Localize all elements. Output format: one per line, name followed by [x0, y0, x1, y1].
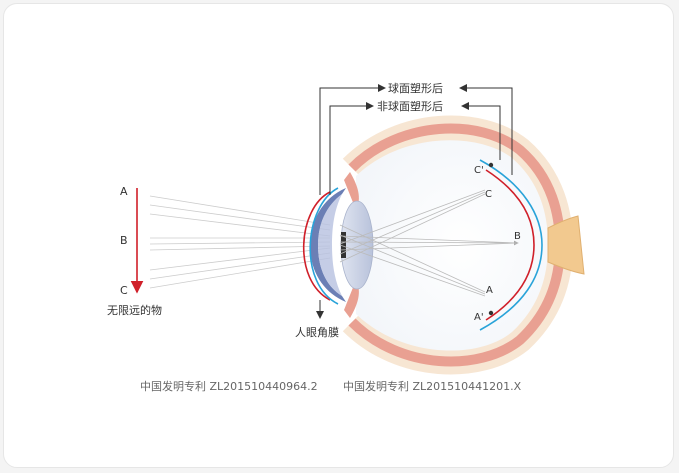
caption-brackets [316, 84, 513, 319]
image-label-a: A [486, 285, 493, 296]
cornea-caption: 人眼角膜 [295, 326, 339, 339]
label-aspherical-after: 非球面塑形后 [377, 99, 443, 113]
cornea-spheric-curve [309, 187, 339, 305]
object-label-a: A [120, 185, 128, 198]
incoming-rays [149, 195, 331, 289]
object-caption: 无限远的物 [107, 303, 162, 317]
image-spheric-curve [479, 159, 543, 331]
object-label-b: B [120, 234, 128, 247]
image-point-c-prime [488, 162, 494, 168]
cornea-aspheric-curve [302, 191, 331, 301]
patent-number-2: 中国发明专利 ZL201510441201.X [343, 379, 522, 393]
image-point-a-prime [488, 310, 494, 316]
object-label-c: C [120, 284, 128, 297]
image-label-b: B [514, 231, 521, 242]
refracted-rays [339, 189, 519, 297]
ciliary-body-lower [344, 280, 359, 318]
image-aspheric-curve [485, 169, 535, 321]
image-label-c: C [485, 189, 492, 200]
image-label-c-prime: C' [474, 165, 484, 176]
patent-number-1: 中国发明专利 ZL201510440964.2 [140, 379, 318, 393]
image-label-a-prime: A' [474, 312, 484, 323]
cornea [310, 188, 346, 302]
optic-nerve [547, 215, 585, 275]
ciliary-body-upper [344, 172, 359, 210]
pupil [341, 232, 346, 258]
label-spherical-after: 球面塑形后 [388, 81, 443, 95]
